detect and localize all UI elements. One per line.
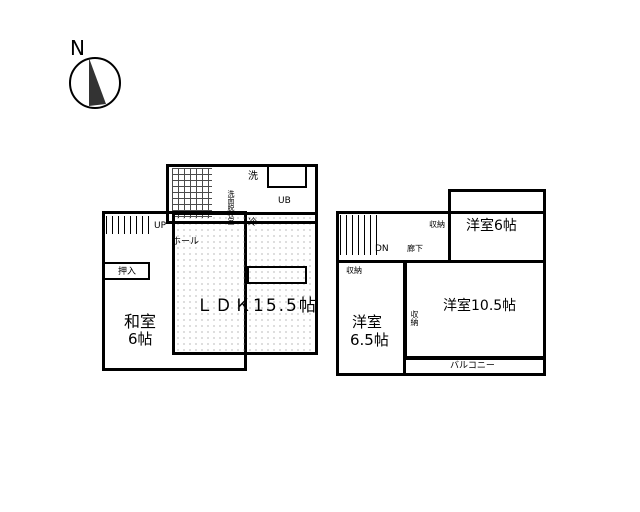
storage-label-1: 収納 bbox=[429, 220, 445, 229]
oshiire-label: 押入 bbox=[118, 267, 137, 277]
up-label: UP bbox=[154, 221, 167, 231]
oshiire-closet bbox=[102, 262, 150, 280]
wet-area bbox=[166, 164, 318, 224]
stairs-1f bbox=[106, 216, 152, 234]
north-label: N bbox=[70, 36, 85, 60]
corridor-label: 廊下 bbox=[407, 244, 423, 253]
room2-label: 洋室10.5帖 bbox=[443, 298, 517, 314]
senmen-label: 洗面脱衣室 bbox=[227, 190, 235, 225]
room1-label: 洋室6帖 bbox=[466, 218, 517, 234]
ub-label: UB bbox=[278, 196, 291, 206]
storage-label-3: 収納 bbox=[410, 310, 419, 326]
wash-label: 洗 bbox=[248, 171, 258, 182]
washitsu-label: 和室 bbox=[124, 312, 157, 331]
balcony-label: バルコニー bbox=[450, 361, 495, 371]
compass-icon bbox=[69, 57, 121, 109]
washitsu-size: 6帖 bbox=[128, 330, 153, 348]
room-youshitsu-10-5 bbox=[404, 260, 546, 360]
kitchen-counter bbox=[247, 266, 307, 284]
room3-size: 6.5帖 bbox=[350, 331, 389, 349]
bathtub bbox=[267, 164, 307, 188]
room3-label: 洋室 bbox=[352, 313, 383, 331]
balcony bbox=[404, 356, 546, 376]
storage-label-2: 収納 bbox=[346, 266, 362, 275]
entrance-tiles bbox=[172, 168, 212, 218]
hall-label: ホール bbox=[172, 237, 200, 247]
dn-label: DN bbox=[375, 244, 389, 254]
fridge-label: 冷 bbox=[248, 218, 258, 228]
ldk-label: ＬＤＫ15.5帖 bbox=[196, 296, 318, 316]
stairs-2f bbox=[340, 215, 380, 255]
